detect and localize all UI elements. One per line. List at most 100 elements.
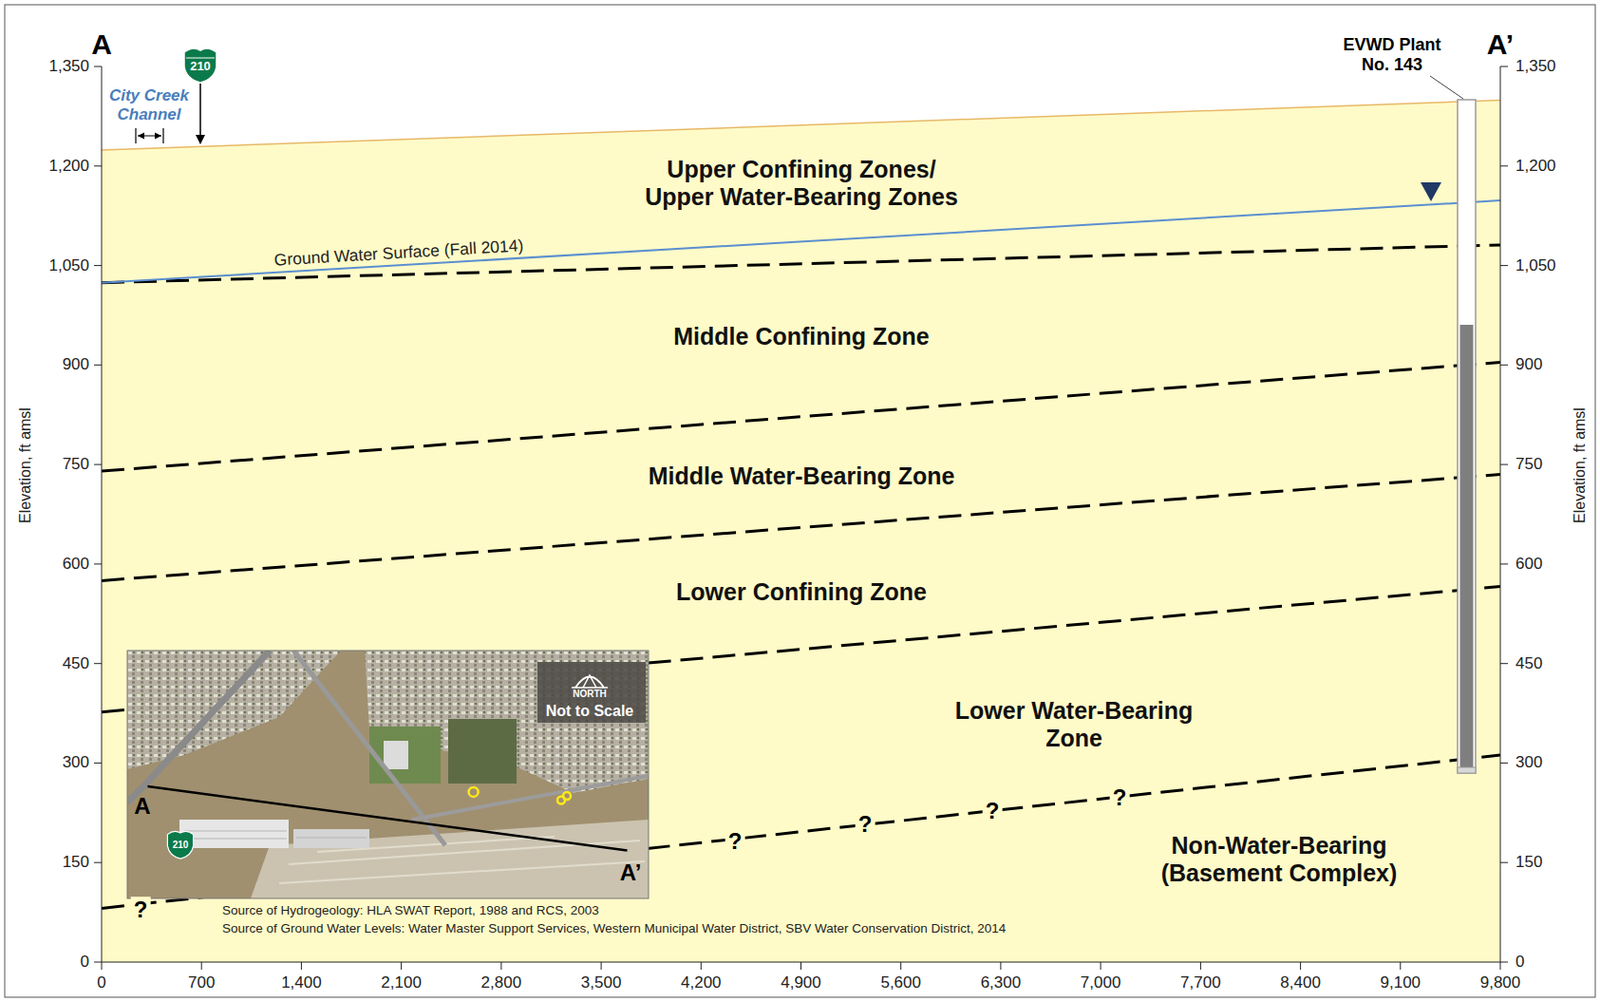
axis-title: Elevation, ft amsl [1571,407,1589,524]
distance-tick-label: 2,800 [481,973,523,993]
zone-label: Lower Confining Zone [676,578,927,606]
axis-title: Elevation, ft amsl [17,407,35,524]
uncertainty-mark: ? [1110,784,1130,811]
ground-surface-line [101,100,1501,151]
channel-width-bracket [135,128,164,144]
alluvium-fill [101,100,1501,962]
elevation-tick-label: 1,050 [1515,256,1557,276]
zone-label: Middle Confining Zone [673,322,929,351]
uncertainty-mark: ? [131,896,151,923]
distance-tick-label: 2,100 [380,973,422,993]
inset-north-backing [537,661,646,723]
distance-tick-label: 4,200 [680,973,722,993]
inset-freeway [127,650,270,803]
uncertainty-mark: ? [725,828,746,855]
section-end-letter: A’ [1487,28,1514,62]
distance-tick-label: 9,800 [1480,973,1522,993]
zone-boundary [101,362,1501,472]
bracket-arrowhead [137,132,145,140]
inset-urban-area [364,650,649,793]
inset-park [448,718,517,784]
north-arrow-symbol [571,675,608,688]
elevation-tick-label: 600 [1515,554,1543,574]
figure-frame [4,4,1596,998]
inset-route-shield [167,830,193,859]
groundwater-surface-line [101,200,1501,283]
well-leader-line [1430,75,1464,99]
elevation-tick-label: 450 [62,654,90,674]
distance-tick-label: 5,600 [880,973,922,993]
route-shield [184,48,217,83]
zone-label: Middle Water-Bearing Zone [648,462,956,490]
elevation-tick-label: 0 [1515,952,1525,972]
elevation-tick-label: 1,050 [48,256,90,276]
source-note: Source of Ground Water Levels: Water Mas… [222,921,1006,937]
distance-tick-label: 6,300 [980,973,1022,993]
well-blank-casing [1457,99,1476,773]
well-casing [1457,99,1476,773]
zone-boundaries [101,244,1501,909]
elevation-tick-label: 900 [1515,356,1543,376]
uncertainty-mark: ? [855,810,876,838]
elevation-tick-label: 0 [80,952,90,972]
elevation-tick-label: 150 [1515,852,1543,872]
inset-section-letter: A’ [620,859,642,886]
inset-ground [127,650,649,899]
north-arrow-symbol [575,677,604,689]
elevation-tick-label: 750 [1515,454,1543,474]
uncertainty-mark: ? [982,797,1003,825]
location-arrow [199,83,202,144]
bracket-arrowhead [154,132,162,140]
elevation-tick-label: 1,200 [1515,156,1557,176]
elevation-tick-label: 600 [62,554,90,574]
inset-field [369,726,441,784]
well-screen [1460,324,1474,771]
bottom-axis-ticks [101,961,1501,970]
route-shield-number: 210 [189,59,211,75]
right-axis-ticks [1500,66,1508,962]
well-bottom-cap [1457,767,1476,773]
water-level-symbol [1420,182,1442,202]
zone-label: Lower Water-Bearing Zone [937,696,1211,753]
distance-tick-label: 0 [96,973,106,993]
well-label: EVWD Plant No. 143 [1329,35,1455,75]
elevation-tick-label: 900 [62,356,90,376]
distance-tick-label: 7,700 [1180,973,1222,993]
inset-section-line [148,786,628,851]
distance-tick-label: 700 [188,973,215,993]
distance-tick-label: 3,500 [581,973,622,993]
elevation-tick-label: 750 [62,454,90,474]
inset-building [383,740,409,770]
elevation-tick-label: 300 [62,753,90,773]
axis-lines [101,66,1501,962]
zone-label: Non-Water-Bearing (Basement Complex) [1135,831,1423,887]
location-inset [127,650,649,899]
distance-tick-label: 4,900 [780,973,822,993]
elevation-tick-label: 1,200 [48,156,90,176]
elevation-tick-label: 150 [62,852,90,872]
inset-riverbed [250,819,649,899]
channel-label: City Creek Channel [95,86,203,124]
elevation-tick-label: 450 [1515,654,1543,674]
zone-label: Upper Confining Zones/ Upper Water-Beari… [636,155,967,211]
inset-well-marker [469,787,479,797]
source-note: Source of Hydrogeology: HLA SWAT Report,… [222,903,600,919]
inset-shield-number: 210 [172,839,189,851]
distance-tick-label: 9,100 [1380,973,1422,993]
elevation-tick-label: 300 [1515,753,1543,773]
scale-note: Not to Scale [545,702,634,720]
inset-industrial [179,819,289,848]
distance-tick-label: 1,400 [281,973,322,993]
inset-road [412,775,649,820]
inset-well-marker [563,791,571,800]
inset-border [127,650,649,899]
left-axis-ticks [94,66,102,962]
elevation-tick-label: 1,350 [48,56,90,76]
groundwater-label: Ground Water Surface (Fall 2014) [273,235,525,270]
distance-tick-label: 8,400 [1280,973,1321,993]
distance-tick-label: 7,000 [1080,973,1122,993]
axes [94,66,1508,970]
zone-boundary [101,474,1501,582]
